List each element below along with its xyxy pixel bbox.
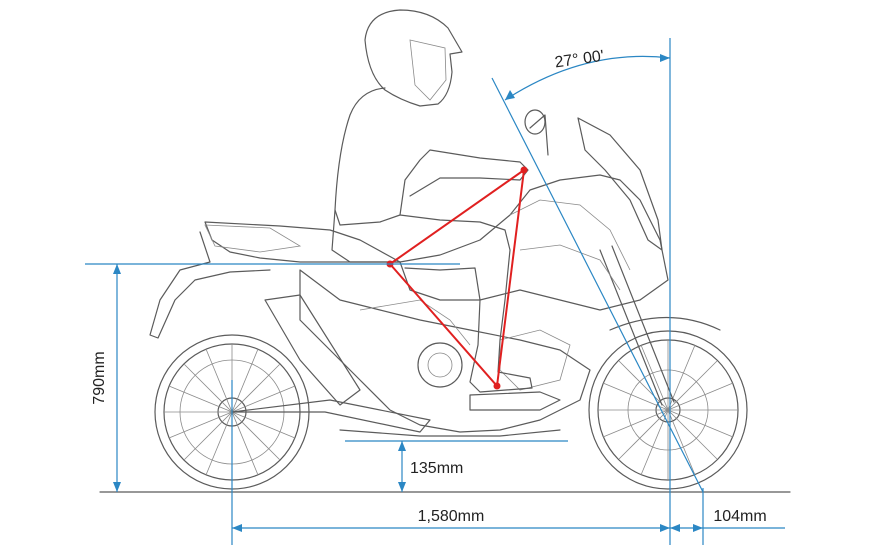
foot-point: [493, 382, 501, 390]
rider-leg: [399, 214, 533, 393]
helmet: [364, 9, 463, 107]
ground-clearance-label: 135mm: [410, 460, 463, 477]
rider-silhouette: [331, 9, 533, 393]
rake-angle-label: 27° 00': [554, 48, 605, 72]
rider-torso: [334, 87, 529, 226]
front-fork: [599, 245, 675, 406]
ergonomic-triangle: [386, 166, 528, 390]
rake-angle-arc: [504, 55, 671, 101]
front-fender: [609, 317, 721, 331]
trail-label: 104mm: [713, 508, 766, 525]
steering-axis-line: [491, 77, 704, 493]
wheelbase-label: 1,580mm: [418, 508, 485, 525]
front-wheel: [588, 317, 748, 490]
dimension-lines: [85, 38, 785, 545]
motorcycle-body: [149, 109, 669, 437]
hand-point: [520, 166, 528, 174]
seat-height-label: 790mm: [91, 351, 108, 404]
swingarm: [231, 399, 431, 433]
